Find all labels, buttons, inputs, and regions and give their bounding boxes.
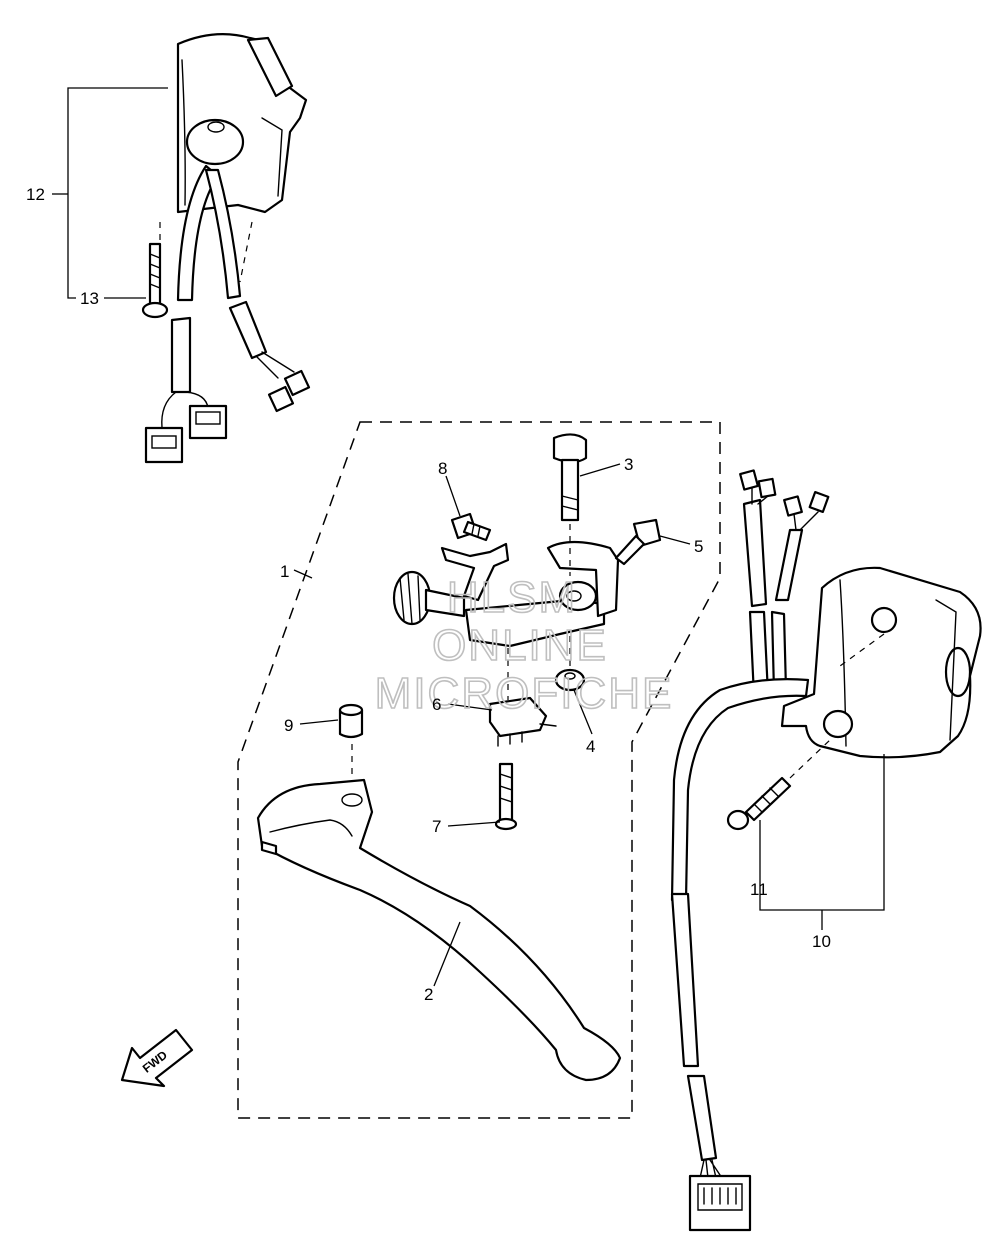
callout-12: 12 bbox=[26, 185, 45, 204]
screw-11 bbox=[726, 737, 833, 831]
nut-4 bbox=[554, 636, 586, 692]
right-handlebar-switch bbox=[670, 469, 982, 1232]
leader-lines bbox=[52, 87, 885, 987]
callout-4: 4 bbox=[586, 737, 595, 756]
callout-10: 10 bbox=[812, 932, 831, 951]
callout-3: 3 bbox=[624, 455, 633, 474]
callout-8: 8 bbox=[438, 459, 447, 478]
callout-1: 1 bbox=[280, 562, 289, 581]
callout-9: 9 bbox=[284, 716, 293, 735]
clutch-switch-6 bbox=[488, 648, 557, 747]
watermark-line-2: ONLINE bbox=[432, 621, 608, 670]
callout-labels: 1 2 3 4 5 6 7 8 9 10 11 12 13 bbox=[26, 185, 831, 1004]
callout-11: 11 bbox=[750, 880, 768, 899]
bolt-3 bbox=[552, 433, 588, 576]
callout-6: 6 bbox=[432, 695, 441, 714]
bolt-5 bbox=[614, 518, 662, 566]
lever-holder bbox=[392, 540, 620, 648]
watermark-line-1: HLSM bbox=[447, 573, 577, 622]
callout-2: 2 bbox=[424, 985, 433, 1004]
callout-5: 5 bbox=[694, 537, 703, 556]
left-handlebar-switch bbox=[144, 33, 311, 464]
screw-7 bbox=[494, 762, 518, 831]
watermark-line-3: MICROFICHE bbox=[375, 669, 674, 718]
screw-8 bbox=[450, 512, 492, 542]
callout-13: 13 bbox=[80, 289, 99, 308]
screw-13 bbox=[141, 242, 169, 319]
assembly-1-boundary bbox=[237, 421, 721, 1119]
watermark: HLSM ONLINE MICROFICHE bbox=[374, 572, 674, 719]
clutch-lever-2 bbox=[256, 778, 622, 1082]
callout-7: 7 bbox=[432, 817, 441, 836]
collar-9 bbox=[338, 703, 364, 782]
forward-direction-arrow: FWD bbox=[120, 1028, 194, 1088]
